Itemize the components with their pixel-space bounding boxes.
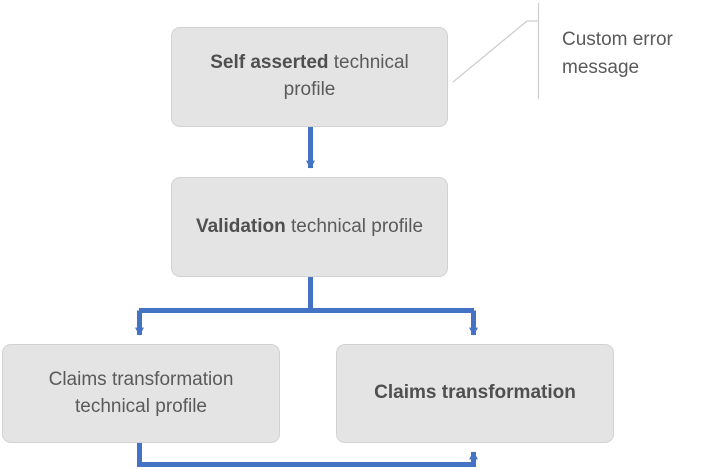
node-self-asserted-technical-profile[interactable]: Self asserted technical profile — [171, 27, 448, 127]
callout-custom-error-message: Custom error message — [562, 29, 673, 78]
node-label-bold: Validation — [195, 215, 286, 237]
edge-feedback-loop — [137, 443, 478, 467]
node-validation-technical-profile[interactable]: Validation technical profile — [171, 177, 448, 277]
node-label: Self asserted technical profile — [186, 50, 433, 104]
node-label-rest: Claims transformation technical profile — [48, 368, 234, 417]
node-label-bold: Self asserted — [210, 52, 329, 74]
node-label-rest: technical profile — [283, 52, 409, 100]
node-label: Validation technical profile — [196, 214, 423, 241]
node-label: Claims transformation — [374, 380, 576, 407]
node-claims-transformation[interactable]: Claims transformation — [336, 344, 614, 443]
node-label-rest: technical profile — [285, 215, 424, 237]
callout-leader-line — [452, 3, 540, 99]
node-label: Claims transformation technical profile — [17, 367, 265, 421]
node-claims-transformation-technical-profile[interactable]: Claims transformation technical profile — [2, 344, 280, 443]
node-label-bold: Claims transformation — [374, 382, 576, 404]
